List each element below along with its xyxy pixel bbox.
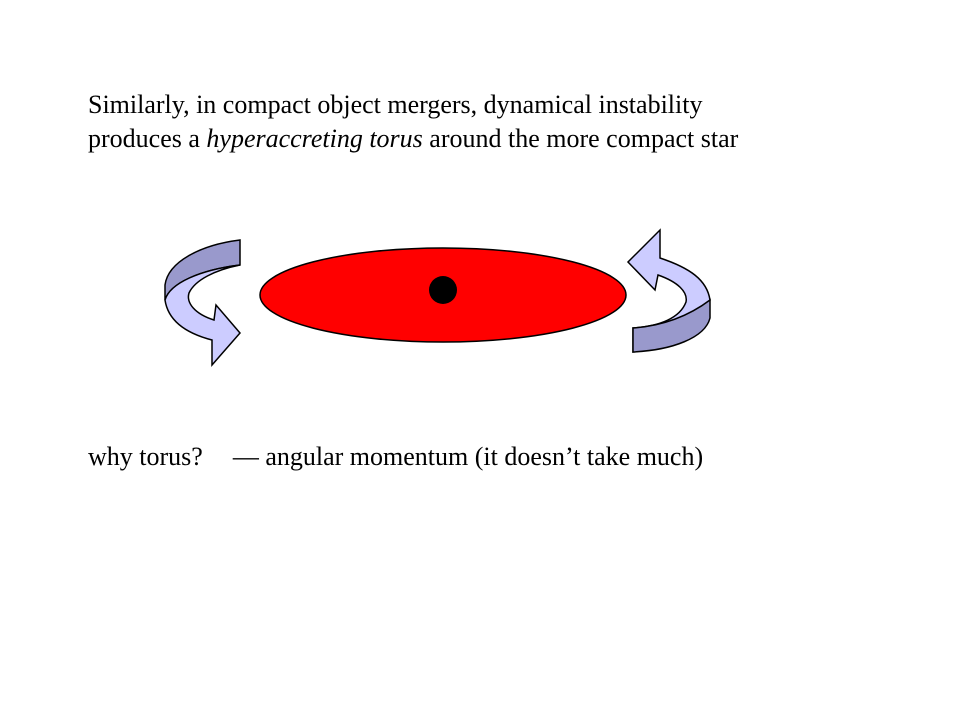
left-rotation-arrow-icon bbox=[164, 239, 241, 367]
heading-line-2-end: around the more compact star bbox=[422, 124, 739, 153]
heading-line-1: Similarly, in compact object mergers, dy… bbox=[88, 90, 703, 119]
question-prompt: why torus? bbox=[88, 442, 203, 471]
right-rotation-arrow-icon bbox=[626, 228, 711, 353]
heading-line-2: produces a hyperaccreting torus around t… bbox=[88, 122, 928, 156]
left-arrow-outer-face bbox=[164, 264, 241, 367]
heading-emphasis: hyperaccreting torus bbox=[206, 124, 423, 153]
right-arrow-inner-face bbox=[632, 298, 711, 353]
question-answer: — angular momentum (it doesn’t take much… bbox=[232, 442, 704, 471]
heading-line-2-start: produces a bbox=[88, 124, 207, 153]
compact-star bbox=[429, 276, 457, 304]
slide-heading: Similarly, in compact object mergers, dy… bbox=[88, 88, 928, 156]
question-line: why torus? — angular momentum (it doesn’t… bbox=[88, 440, 703, 474]
